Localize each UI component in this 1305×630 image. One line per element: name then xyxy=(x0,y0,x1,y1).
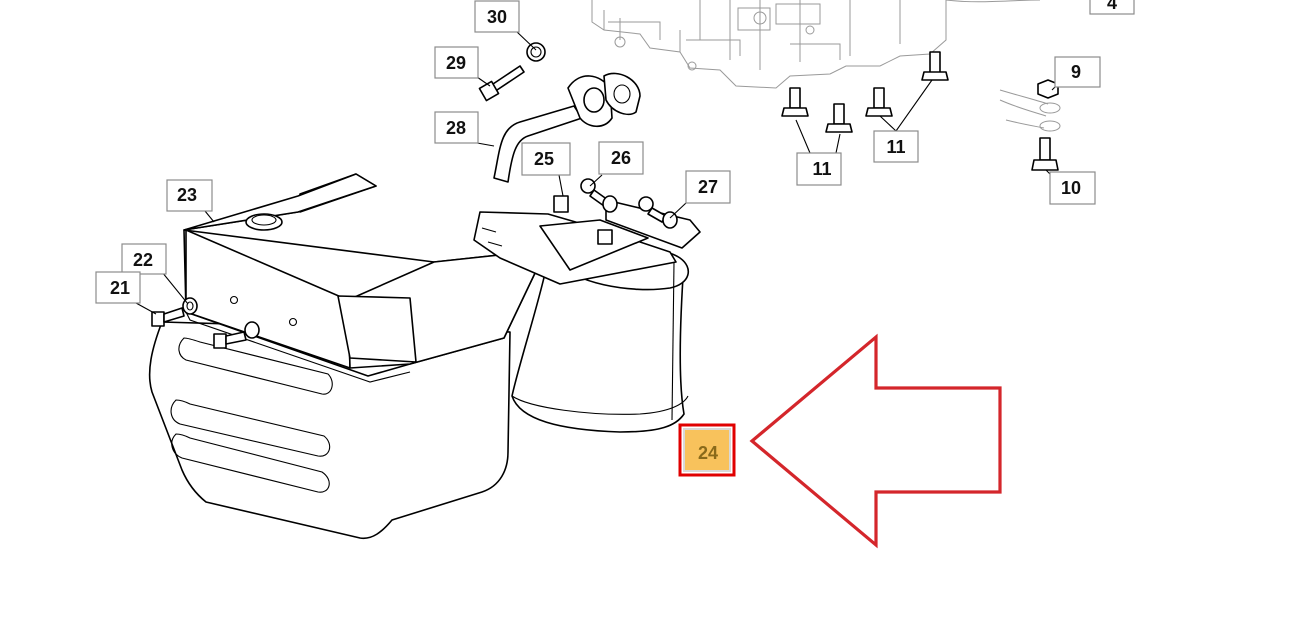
svg-text:4: 4 xyxy=(1107,0,1117,13)
svg-text:10: 10 xyxy=(1061,178,1081,198)
svg-text:25: 25 xyxy=(534,149,554,169)
fasteners-drawing xyxy=(151,51,1061,349)
svg-text:23: 23 xyxy=(177,185,197,205)
svg-text:24: 24 xyxy=(698,443,718,463)
svg-text:26: 26 xyxy=(611,148,631,168)
label-25: 25 xyxy=(521,142,571,176)
exhaust-pipe-drawing xyxy=(493,42,641,183)
svg-text:11: 11 xyxy=(886,137,905,157)
label-27: 27 xyxy=(685,170,731,204)
svg-text:22: 22 xyxy=(133,250,153,270)
label-29: 29 xyxy=(434,46,479,79)
label-24-highlighted[interactable]: 24 xyxy=(678,423,736,477)
label-10: 10 xyxy=(1049,171,1096,205)
label-26: 26 xyxy=(598,141,644,175)
svg-text:9: 9 xyxy=(1071,62,1081,82)
pointer-arrow xyxy=(749,333,1002,549)
engine-block-drawing xyxy=(591,0,1041,89)
svg-text:28: 28 xyxy=(446,118,466,138)
svg-text:30: 30 xyxy=(487,7,507,27)
svg-text:27: 27 xyxy=(698,177,718,197)
heat-shield-drawing xyxy=(148,173,547,540)
muffler-drawing xyxy=(473,195,701,433)
label-28: 28 xyxy=(434,111,479,144)
label-23: 23 xyxy=(166,179,213,212)
label-22: 22 xyxy=(121,243,167,275)
svg-text:21: 21 xyxy=(110,278,130,298)
label-11-left: 11 xyxy=(796,152,842,186)
svg-text:29: 29 xyxy=(446,53,466,73)
label-4: 4 xyxy=(1089,0,1135,15)
svg-text:11: 11 xyxy=(812,159,831,179)
label-9: 9 xyxy=(1054,56,1101,88)
label-30: 30 xyxy=(474,0,520,33)
label-11-right: 11 xyxy=(873,130,919,163)
label-21: 21 xyxy=(95,271,141,304)
